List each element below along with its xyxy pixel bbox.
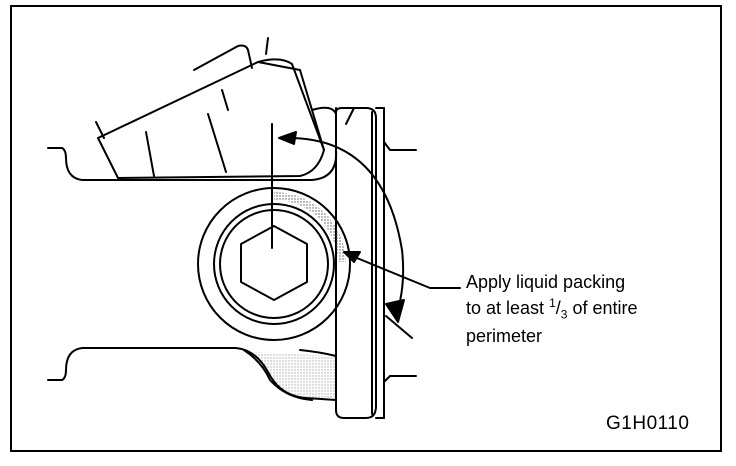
- callout-line-2: to at least 1/3 of entire: [466, 293, 638, 326]
- callout-text: Apply liquid packing to at least 1/3 of …: [466, 272, 638, 347]
- hex-socket: [240, 225, 308, 301]
- fraction-slash: /: [555, 298, 561, 318]
- upper-housing: [47, 107, 338, 181]
- lower-housing: [47, 347, 337, 401]
- tool-head: [257, 58, 325, 151]
- callout-line-1: Apply liquid packing: [466, 272, 626, 292]
- callout-line-2-suffix: of entire: [567, 298, 638, 318]
- tool-step: [193, 44, 253, 71]
- perimeter-arc: [291, 137, 405, 317]
- figure-frame: [10, 5, 722, 452]
- fraction-numerator: 1: [549, 296, 556, 310]
- plug-outer-ring: [197, 187, 351, 341]
- liquid-packing: [274, 191, 346, 262]
- fraction-denominator: 3: [560, 307, 568, 322]
- callout-line-2-prefix: to at least: [466, 298, 550, 318]
- figure-code: G1H0110: [606, 413, 690, 434]
- plug-inner-ring: [213, 203, 335, 325]
- leader-line: [351, 255, 461, 289]
- callout-line-3: perimeter: [466, 325, 543, 346]
- flange-outer: [335, 107, 377, 419]
- tool-body: [97, 61, 325, 179]
